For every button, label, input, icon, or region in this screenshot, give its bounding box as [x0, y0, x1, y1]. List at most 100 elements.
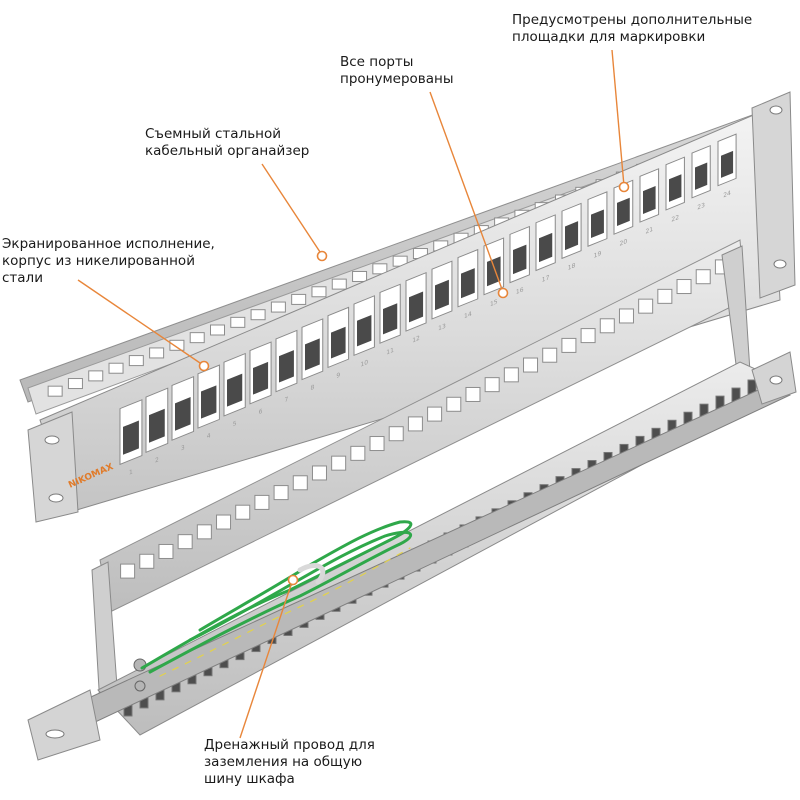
- front-patch-panel: 123456789101112131415161718192021222324 …: [19, 91, 796, 523]
- callout-line: Экранированное исполнение,: [2, 236, 215, 252]
- port-number: 11: [386, 347, 394, 357]
- keystone-port: [249, 341, 272, 405]
- organizer-slot: [108, 362, 124, 374]
- tray-back-slot: [369, 436, 385, 452]
- organizer-slot: [352, 270, 368, 282]
- keystone-port: [197, 364, 220, 429]
- keystone-port: [587, 191, 608, 247]
- leader-shielded: [77, 279, 204, 366]
- port-number: 15: [490, 298, 498, 308]
- tray-back-slot: [542, 347, 558, 363]
- port-number: 7: [285, 396, 289, 404]
- organizer-slot: [88, 370, 104, 382]
- leader-drain: [239, 581, 293, 739]
- tray-hole-left: [45, 729, 65, 739]
- marker-ports: [497, 287, 509, 299]
- tray-back-slot: [465, 386, 481, 402]
- organizer-slot: [169, 339, 185, 351]
- callout-line: корпус из никелированной: [2, 253, 195, 269]
- mount-hole-right-bottom: [773, 259, 787, 269]
- port-number: 5: [233, 420, 237, 428]
- tray-back-slot: [177, 534, 193, 550]
- tray-back-slot: [503, 367, 519, 383]
- tray-back-slot: [446, 396, 462, 412]
- tray-back-slot: [561, 337, 577, 353]
- callout-markers: [198, 181, 630, 586]
- tray-back-slots: [120, 259, 730, 579]
- marker-marking: [618, 181, 630, 193]
- keystone-port: [457, 248, 479, 308]
- port-number: 20: [620, 238, 628, 248]
- keystone-port: [561, 202, 582, 260]
- organizer-slot: [230, 316, 246, 328]
- port-number: 1: [129, 468, 133, 476]
- callout-cable-organizer: Съемный стальной кабельный органайзер: [145, 126, 309, 160]
- tray-back-slot: [388, 426, 404, 442]
- port-number: 3: [181, 444, 185, 452]
- port-number: 19: [594, 250, 602, 260]
- tray-back-slot: [254, 494, 270, 510]
- port-number: 14: [464, 311, 472, 321]
- mount-hole-left-bottom: [48, 493, 64, 503]
- keystone-port: [223, 352, 246, 417]
- callout-line: Все порты: [340, 54, 414, 70]
- keystone-port: [509, 225, 530, 284]
- callout-line: кабельный органайзер: [145, 143, 310, 159]
- keystone-port: [405, 272, 427, 332]
- keystone-port: [691, 144, 711, 199]
- marker-shielded: [198, 360, 210, 372]
- left-mounting-ear: [27, 411, 79, 523]
- keystone-port: [145, 387, 169, 453]
- tray-back-slot: [350, 445, 366, 461]
- callout-marking-pads: Предусмотрены дополнительные площадки дл…: [512, 12, 752, 46]
- keystone-port: [535, 214, 556, 272]
- organizer-slot: [291, 293, 307, 305]
- tray-back-slot: [120, 563, 136, 579]
- keystone-port: [171, 375, 195, 441]
- tray-back-slot: [676, 279, 692, 295]
- tray-back-slot: [235, 504, 251, 520]
- callout-numbered-ports: Все порты пронумерованы: [340, 54, 454, 88]
- tray-back-slot: [139, 553, 155, 569]
- organizer-slot: [250, 309, 266, 321]
- keystone-port-row: [119, 133, 737, 466]
- tray-back-slot: [618, 308, 634, 324]
- port-number: 12: [412, 335, 420, 345]
- leader-ports: [429, 91, 504, 293]
- callout-line: Дренажный провод для: [204, 737, 375, 753]
- callout-line: пронумерованы: [340, 71, 454, 87]
- port-number: 17: [542, 274, 550, 284]
- tray-back-slot: [657, 288, 673, 304]
- tray-back-slot: [407, 416, 423, 432]
- keystone-port: [119, 399, 143, 466]
- tray-back-slot: [695, 269, 711, 285]
- tray-back-slot: [292, 475, 308, 491]
- keystone-port: [665, 156, 685, 211]
- tray-back-slot: [599, 318, 615, 334]
- port-number: 8: [310, 384, 314, 392]
- tray-hole-right: [769, 375, 783, 385]
- marker-organizer: [316, 250, 328, 262]
- tray-back-slot: [273, 485, 289, 501]
- keystone-port: [275, 329, 298, 393]
- organizer-slot: [149, 347, 165, 359]
- keystone-port: [379, 283, 401, 344]
- port-number: 2: [155, 456, 159, 464]
- port-number: 10: [360, 359, 368, 369]
- callout-line: заземления на общую: [204, 754, 363, 770]
- keystone-port: [717, 133, 737, 187]
- port-number: 24: [723, 190, 731, 200]
- port-number: 9: [336, 372, 340, 380]
- tray-back-slot: [216, 514, 232, 530]
- organizer-slot: [372, 263, 388, 275]
- callout-line: площадки для маркировки: [512, 29, 706, 45]
- keystone-port: [353, 295, 375, 357]
- rear-organizer-tray: [27, 239, 797, 761]
- callout-leader-lines: [77, 49, 625, 739]
- tray-back-slot: [484, 377, 500, 393]
- port-number: 21: [645, 226, 653, 236]
- keystone-port: [431, 260, 453, 320]
- callout-line: Предусмотрены дополнительные: [512, 12, 753, 28]
